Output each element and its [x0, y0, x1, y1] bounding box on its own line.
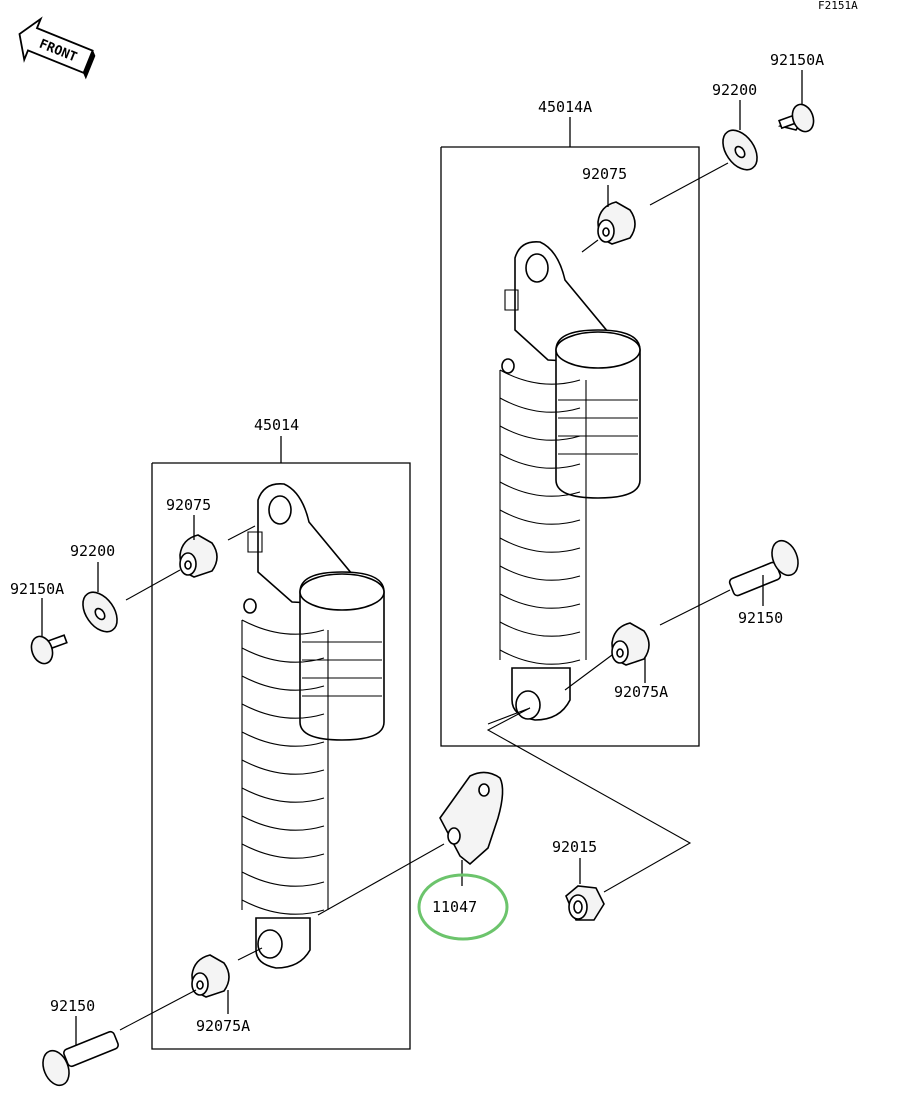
left-shock-absorber [241, 483, 385, 969]
washer-left [82, 591, 118, 633]
bolt-top-right [777, 103, 815, 133]
figure-id: F2151A [818, 0, 858, 12]
bushing-bottom-left [191, 954, 230, 998]
bolt-bottom-left-label: 92150 [50, 997, 95, 1015]
right-shock-absorber [499, 241, 641, 721]
bolt-left [30, 634, 68, 665]
washer-top-right [722, 129, 758, 171]
washer-top-right-label: 92200 [712, 81, 757, 99]
left-assembly-box [151, 436, 411, 1050]
left-assembly-label: 45014 [254, 416, 299, 434]
bushing-top-right-label: 92075 [582, 165, 627, 183]
right-assembly-box [440, 117, 700, 747]
bushing-lower-right-label: 92075A [614, 683, 668, 701]
bushing-left-top-label: 92075 [166, 496, 211, 514]
bushing-lower-right [611, 622, 650, 666]
bolt-left-label: 92150A [10, 580, 64, 598]
bushing-left-top [179, 534, 218, 578]
bolt-lower-right [728, 539, 799, 597]
bolt-top-right-label: 92150A [770, 51, 824, 69]
bushing-top-right [597, 201, 636, 245]
front-arrow-icon: FRONT [18, 16, 96, 80]
bracket [439, 771, 504, 866]
nut-label: 92015 [552, 838, 597, 856]
bracket-highlight [417, 873, 509, 941]
bushing-bottom-left-label: 92075A [196, 1017, 250, 1035]
nut [565, 885, 605, 921]
bolt-bottom-left [42, 1030, 119, 1087]
bracket-label: 11047 [432, 898, 477, 916]
right-assembly-label: 45014A [538, 98, 592, 116]
bolt-lower-right-label: 92150 [738, 609, 783, 627]
washer-left-label: 92200 [70, 542, 115, 560]
